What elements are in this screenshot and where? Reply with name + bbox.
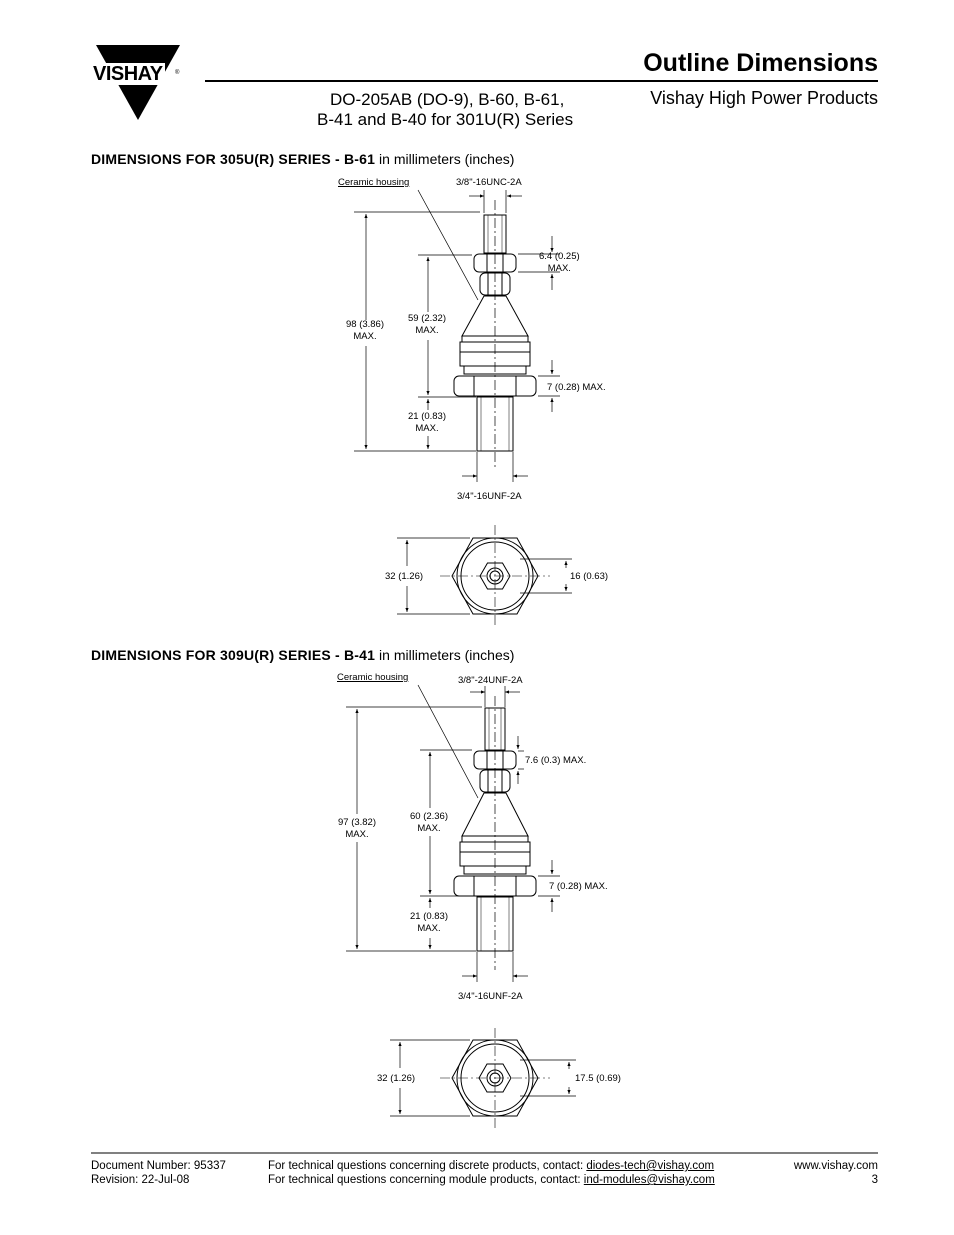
b41-dim-body-max: MAX. bbox=[417, 823, 441, 834]
footer-contact-discrete: For technical questions concerning discr… bbox=[268, 1159, 715, 1173]
b41-top-thread: 3/8"-24UNF-2A bbox=[458, 675, 523, 686]
b61-dim-body: 59 (2.32) MAX. bbox=[404, 313, 450, 337]
footer-doc-number: Document Number: 95337 bbox=[91, 1160, 226, 1172]
b41-ceramic-label: Ceramic housing bbox=[337, 672, 409, 683]
b61-top-view-dimensions bbox=[397, 537, 572, 615]
footer-doc-info: Document Number: 95337 Revision: 22-Jul-… bbox=[91, 1159, 226, 1187]
diodes-tech-email-link[interactable]: diodes-tech@vishay.com bbox=[586, 1160, 715, 1172]
b41-dim-stud-max: MAX. bbox=[417, 923, 441, 934]
b41-dim-body: 60 (2.36) MAX. bbox=[406, 811, 452, 835]
b41-dim-hole: 17.5 (0.69) bbox=[575, 1073, 621, 1084]
section1-heading-units: in millimeters (inches) bbox=[379, 151, 515, 167]
b41-dim-body-value: 60 (2.36) bbox=[409, 811, 449, 822]
b41-dim-hex: 32 (1.26) bbox=[377, 1073, 416, 1084]
b61-top-view bbox=[440, 525, 550, 627]
b41-dim-stud: 21 (0.83) MAX. bbox=[406, 911, 452, 935]
section2-heading-bold: DIMENSIONS FOR 309U(R) SERIES - B-41 bbox=[91, 647, 376, 663]
logo-text: VISHAY bbox=[91, 63, 165, 85]
registered-mark: ® bbox=[175, 70, 180, 76]
b61-dim-total-max: MAX. bbox=[353, 331, 377, 342]
b41-top-view-dimensions bbox=[390, 1039, 576, 1117]
footer-contact-module-text: For technical questions concerning modul… bbox=[268, 1174, 584, 1186]
b61-bottom-thread: 3/4"-16UNF-2A bbox=[457, 491, 522, 502]
b41-dim-flange: 7 (0.28) MAX. bbox=[549, 881, 608, 892]
page-title: Outline Dimensions bbox=[643, 49, 878, 77]
b61-dim-total-value: 98 (3.86) bbox=[345, 319, 385, 330]
footer-contact-module: For technical questions concerning modul… bbox=[268, 1173, 715, 1187]
b61-dim-top-nut: 6.4 (0.25) MAX. bbox=[539, 251, 580, 275]
b41-dim-total-value: 97 (3.82) bbox=[337, 817, 377, 828]
footer-contact-discrete-text: For technical questions concerning discr… bbox=[268, 1160, 587, 1172]
b61-dim-top-nut-value: 6.4 (0.25) bbox=[539, 251, 580, 262]
b61-dim-stud: 21 (0.83) MAX. bbox=[404, 411, 450, 435]
b61-dim-body-max: MAX. bbox=[415, 325, 439, 336]
b41-dim-total-max: MAX. bbox=[345, 829, 369, 840]
section2-heading-units: in millimeters (inches) bbox=[379, 647, 515, 663]
b61-top-thread: 3/8"-16UNC-2A bbox=[456, 177, 522, 188]
b61-dim-hole: 16 (0.63) bbox=[570, 571, 609, 582]
footer-page-number: 3 bbox=[871, 1174, 878, 1186]
subtitle-line1: DO-205AB (DO-9), B-60, B-61, bbox=[330, 90, 565, 109]
b61-dimension-lines bbox=[354, 189, 560, 482]
footer-right: www.vishay.com 3 bbox=[794, 1159, 878, 1187]
b41-bottom-thread: 3/4"-16UNF-2A bbox=[458, 991, 523, 1002]
footer-website[interactable]: www.vishay.com bbox=[793, 1160, 878, 1172]
b61-dim-flange: 7 (0.28) MAX. bbox=[547, 382, 606, 393]
b41-side-view bbox=[453, 696, 537, 970]
b61-dim-stud-value: 21 (0.83) bbox=[407, 411, 447, 422]
footer-contacts: For technical questions concerning discr… bbox=[268, 1159, 715, 1187]
ind-modules-email-link[interactable]: ind-modules@vishay.com bbox=[583, 1174, 715, 1186]
subtitle-line2: B-41 and B-40 for 301U(R) Series bbox=[317, 110, 574, 129]
section2-heading: DIMENSIONS FOR 309U(R) SERIES - B-41 in … bbox=[91, 647, 514, 663]
b41-dim-stud-value: 21 (0.83) bbox=[409, 911, 449, 922]
b61-dim-body-value: 59 (2.32) bbox=[407, 313, 447, 324]
b61-ceramic-label: Ceramic housing bbox=[338, 177, 410, 188]
section1-heading-bold: DIMENSIONS FOR 305U(R) SERIES - B-61 bbox=[91, 151, 376, 167]
b61-dim-stud-max: MAX. bbox=[415, 423, 439, 434]
b41-dim-total: 97 (3.82) MAX. bbox=[334, 817, 380, 841]
b61-side-view bbox=[453, 200, 537, 470]
b41-top-view bbox=[440, 1028, 550, 1128]
b61-dim-total: 98 (3.86) MAX. bbox=[342, 319, 388, 343]
b61-dim-hex: 32 (1.26) bbox=[385, 571, 424, 582]
b41-dimension-lines bbox=[346, 684, 560, 982]
footer-revision: Revision: 22-Jul-08 bbox=[91, 1174, 190, 1186]
b61-dim-top-nut-max: MAX. bbox=[547, 263, 571, 274]
brand-name: Vishay High Power Products bbox=[650, 88, 878, 108]
header-rule bbox=[205, 80, 878, 82]
b41-dim-top-nut: 7.6 (0.3) MAX. bbox=[525, 755, 587, 766]
section1-heading: DIMENSIONS FOR 305U(R) SERIES - B-61 in … bbox=[91, 151, 514, 167]
